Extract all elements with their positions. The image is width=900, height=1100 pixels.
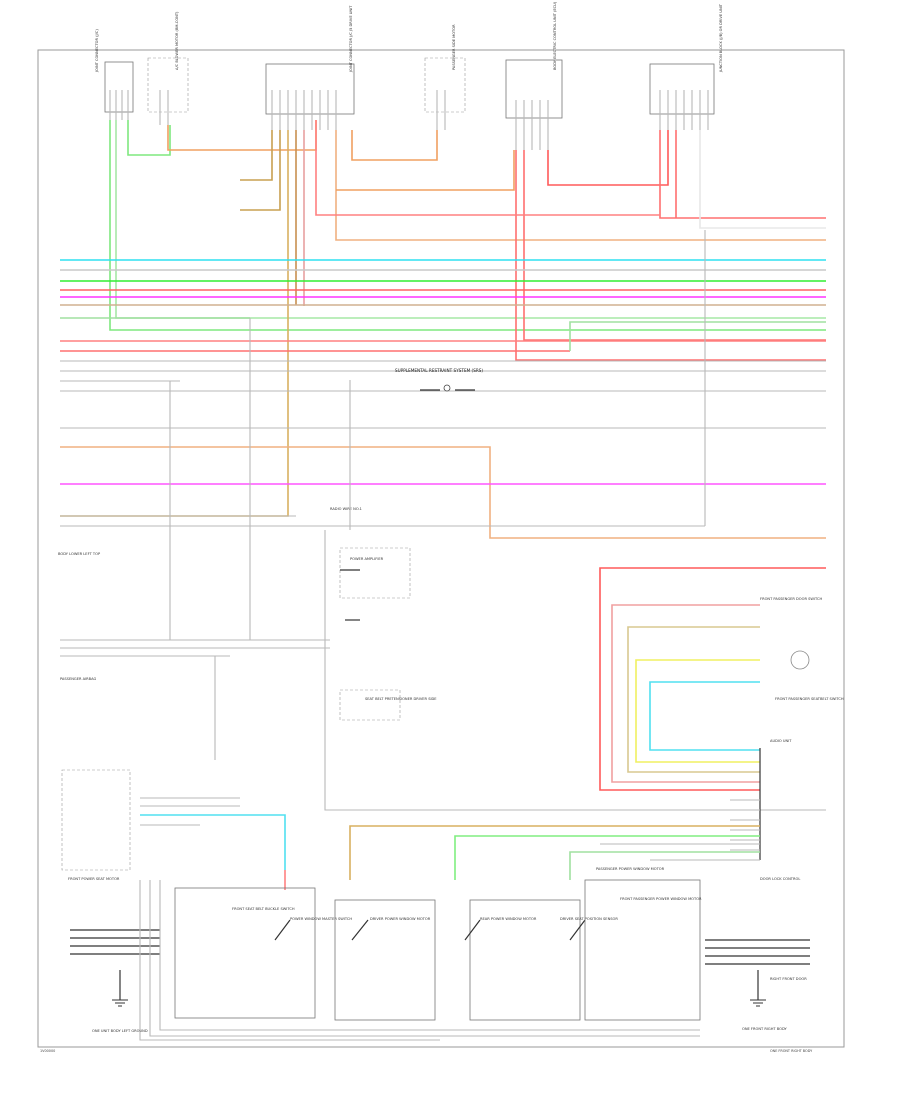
left-body-connector: BODY LOWER LEFT TOP PASSENGER AIRBAG (58, 552, 330, 760)
amp-label: POWER AMPLIFIER (350, 557, 384, 561)
connector-top-2: A/C BLOWER MOTOR (BM-CONT) (147, 11, 189, 125)
amplifier-block: POWER AMPLIFIER SEAT BELT PRETENSIONER D… (339, 547, 437, 721)
top-connector-group: JOINT CONNECTOR (J/C) A/C BLOWER MOTOR (… (95, 1, 723, 150)
connector-top-4: PASSENGER SIDE MOTOR (424, 24, 466, 130)
connector-top-3: JOINT CONNECTOR J/C J5 DRIVE UNIT (265, 5, 355, 130)
front-power-label: FRONT POWER SEAT MOTOR (68, 877, 120, 881)
right-door-label: RIGHT FRONT DOOR (770, 977, 807, 981)
switch-label-0: SEAT BELT PRETENSIONER DRIVER SIDE (365, 697, 437, 701)
front-passenger-power-label: FRONT PASSENGER POWER WINDOW MOTOR (620, 897, 702, 901)
footer-left: 1V00000 (40, 1049, 55, 1053)
left-door-module-label: DOOR LOCK CONTROL (760, 877, 800, 881)
ground-right: ONE FRONT RIGHT BODY (742, 970, 788, 1031)
center-trunks (169, 318, 826, 811)
middle-switch-group: SUPPLEMENTAL RESTRAINT SYSTEM (SRS) RADI… (330, 368, 483, 511)
front-seat-label: FRONT PASSENGER SEATBELT SWITCH (775, 697, 844, 701)
driver-seat-label: DRIVER SEAT POSITION SENSOR (560, 917, 618, 921)
left-body-label: BODY LOWER LEFT TOP (58, 552, 101, 556)
audio-label: AUDIO UNIT (770, 739, 792, 743)
switch-label-4: DRIVER POWER WINDOW MOTOR (370, 917, 431, 921)
left-lower-module: FRONT POWER SEAT MOTOR (61, 769, 286, 890)
connector-top-1: JOINT CONNECTOR (J/C) (95, 29, 134, 120)
ground-left: ONE UNIT BODY LEFT GROUND (92, 970, 148, 1033)
connector-top-5: BODY ELECTRIC CONTROL UNIT (ECU) (505, 1, 563, 150)
switch-label-1: PASSENGER AIRBAG (60, 677, 96, 681)
middle-label-shield: SUPPLEMENTAL RESTRAINT SYSTEM (SRS) (395, 368, 483, 373)
diagram-frame (37, 49, 845, 1048)
switch-label-3: POWER WINDOW MASTER SWITCH (290, 917, 352, 921)
bus-wires (60, 230, 826, 539)
connector-label: JOINT CONNECTOR J/C J5 DRIVE UNIT (349, 5, 353, 73)
switch-label-6: PASSENGER POWER WINDOW MOTOR (596, 867, 665, 871)
connector-label: A/C BLOWER MOTOR (BM-CONT) (175, 11, 179, 70)
top-wire-drops (60, 120, 826, 517)
bottom-switch-modules: FRONT SEAT BELT BUCKLE SWITCH POWER WIND… (174, 867, 702, 1021)
switch-label-2: FRONT SEAT BELT BUCKLE SWITCH (232, 907, 295, 911)
right-side-loops: FRONT PASSENGER DOOR SWITCH FRONT PASSEN… (599, 567, 844, 791)
middle-label-rear-wire: RADIO WIRE NO.1 (330, 507, 362, 511)
lower-feed-wires (349, 825, 760, 880)
ground-right-label: ONE FRONT RIGHT BODY (742, 1027, 788, 1031)
connector-label: BODY ELECTRIC CONTROL UNIT (ECU) (553, 1, 557, 70)
ground-left-label: ONE UNIT BODY LEFT GROUND (92, 1029, 148, 1033)
bottom-wire-bundle: RIGHT FRONT DOOR DOOR LOCK CONTROL (70, 877, 810, 1041)
connector-label: PASSENGER SIDE MOTOR (452, 24, 456, 70)
right-sensor-icon (790, 650, 810, 670)
switch-label-5: REAR POWER WINDOW MOTOR (480, 917, 537, 921)
connector-top-6: JUNCTION BLOCK (J/B) OR DRIVE UNIT (649, 3, 723, 130)
connector-label: JOINT CONNECTOR (J/C) (95, 29, 99, 73)
connector-label: JUNCTION BLOCK (J/B) OR DRIVE UNIT (719, 3, 723, 73)
audio-unit-connector: AUDIO UNIT (730, 739, 792, 860)
right-window-label: FRONT PASSENGER DOOR SWITCH (760, 597, 822, 601)
footer-right: ONE FRONT RIGHT BODY (770, 1049, 813, 1053)
